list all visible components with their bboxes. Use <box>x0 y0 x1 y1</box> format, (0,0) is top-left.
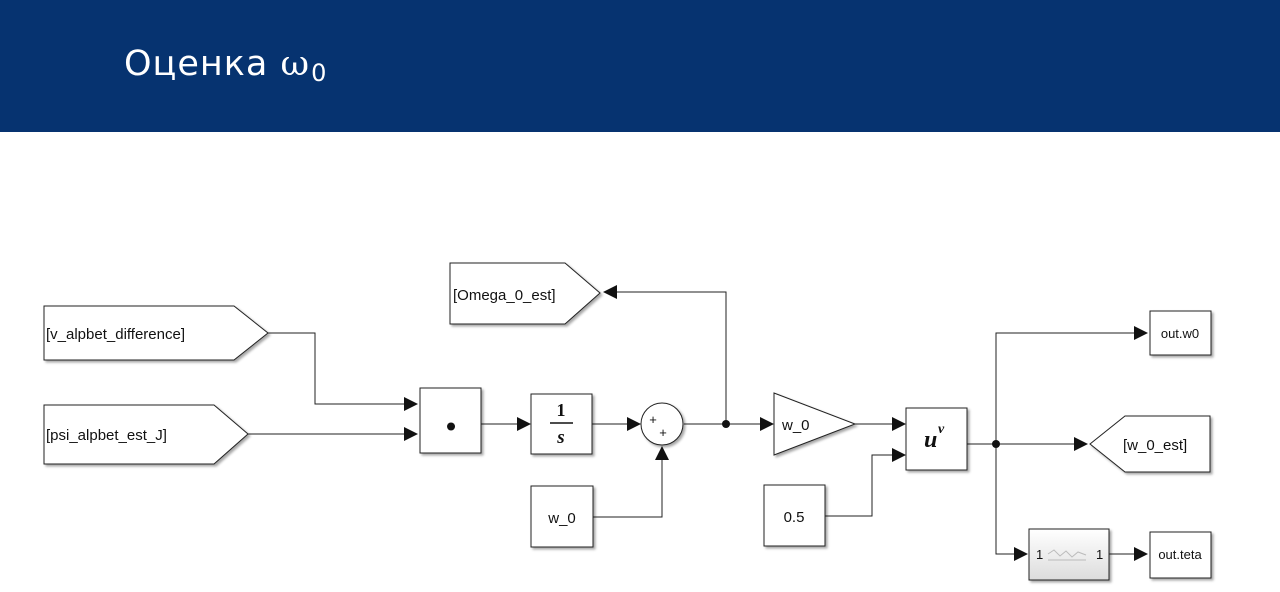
header-bar: Оценка ω0 <box>0 0 1280 132</box>
product-block[interactable] <box>419 387 482 454</box>
integrator-block[interactable] <box>530 393 593 455</box>
outport-w0-label: out.w0 <box>1161 326 1199 341</box>
sum-block[interactable] <box>640 402 684 446</box>
arrow-outw0 <box>1134 326 1148 340</box>
branch-point-1 <box>722 420 730 428</box>
goto-block-omega[interactable] <box>449 262 601 325</box>
arrow-gain-in <box>760 417 774 431</box>
title-text: Оценка <box>124 44 281 84</box>
line-w0-to-sum <box>593 456 663 518</box>
outport-w0[interactable] <box>1149 310 1212 356</box>
constant-block-w0[interactable] <box>530 485 594 548</box>
integrator-numerator: 1 <box>557 400 566 420</box>
constant-w0-label: w_0 <box>547 510 576 527</box>
constant-half-label: 0.5 <box>784 509 805 526</box>
sum-sign-1: + <box>649 412 657 427</box>
power-block[interactable] <box>905 407 968 471</box>
goto-w0est-label: [w_0_est] <box>1123 437 1187 454</box>
outport-teta[interactable] <box>1149 531 1212 579</box>
integrator-denominator: s <box>556 427 564 448</box>
lookup-right-label: 1 <box>1096 547 1103 562</box>
line-branch-to-outw0 <box>995 332 1136 444</box>
goto-block-w0est[interactable] <box>1089 415 1211 473</box>
lookup-left-label: 1 <box>1036 547 1043 562</box>
arrow-goto-w0est <box>1074 437 1088 451</box>
branch-point-2 <box>992 440 1000 448</box>
goto-omega-label: [Omega_0_est] <box>453 287 556 304</box>
arrow-sum-in2 <box>655 446 669 460</box>
lookup-table-icon <box>1047 549 1087 561</box>
title-omega-symbol: ω <box>280 44 311 84</box>
arrow-goto-omega <box>603 285 617 299</box>
arrow-lookup-in <box>1014 547 1028 561</box>
gain-block-w0[interactable] <box>773 392 857 456</box>
line-v-to-product <box>268 332 408 405</box>
arrow-integrator-in <box>517 417 531 431</box>
power-base: u <box>924 427 937 453</box>
signal-lines <box>248 291 1136 555</box>
arrow-power-in1 <box>892 417 906 431</box>
arrow-power-in2 <box>892 448 906 462</box>
arrow-sum-in1 <box>627 417 641 431</box>
power-exponent: v <box>938 422 945 437</box>
product-symbol: • <box>446 410 456 441</box>
from-block-v[interactable] <box>43 305 269 361</box>
sum-sign-2: + <box>659 425 667 440</box>
gain-w0-label: w_0 <box>781 417 810 434</box>
from-block-psi[interactable] <box>43 404 249 465</box>
constant-block-half[interactable] <box>763 484 826 547</box>
arrow-outteta <box>1134 547 1148 561</box>
line-branch-to-lookup <box>995 444 1016 555</box>
outport-teta-label: out.teta <box>1158 547 1202 562</box>
line-half-to-power <box>825 454 895 517</box>
arrow-product-in2 <box>404 427 418 441</box>
from-v-label: [v_alpbet_difference] <box>46 326 185 343</box>
from-psi-label: [psi_alpbet_est_J] <box>46 427 167 444</box>
line-branch-to-goto <box>616 291 727 424</box>
page-title: Оценка ω0 <box>124 44 327 87</box>
title-subscript: 0 <box>311 59 328 87</box>
arrowheads <box>404 285 1148 561</box>
arrow-product-in1 <box>404 397 418 411</box>
